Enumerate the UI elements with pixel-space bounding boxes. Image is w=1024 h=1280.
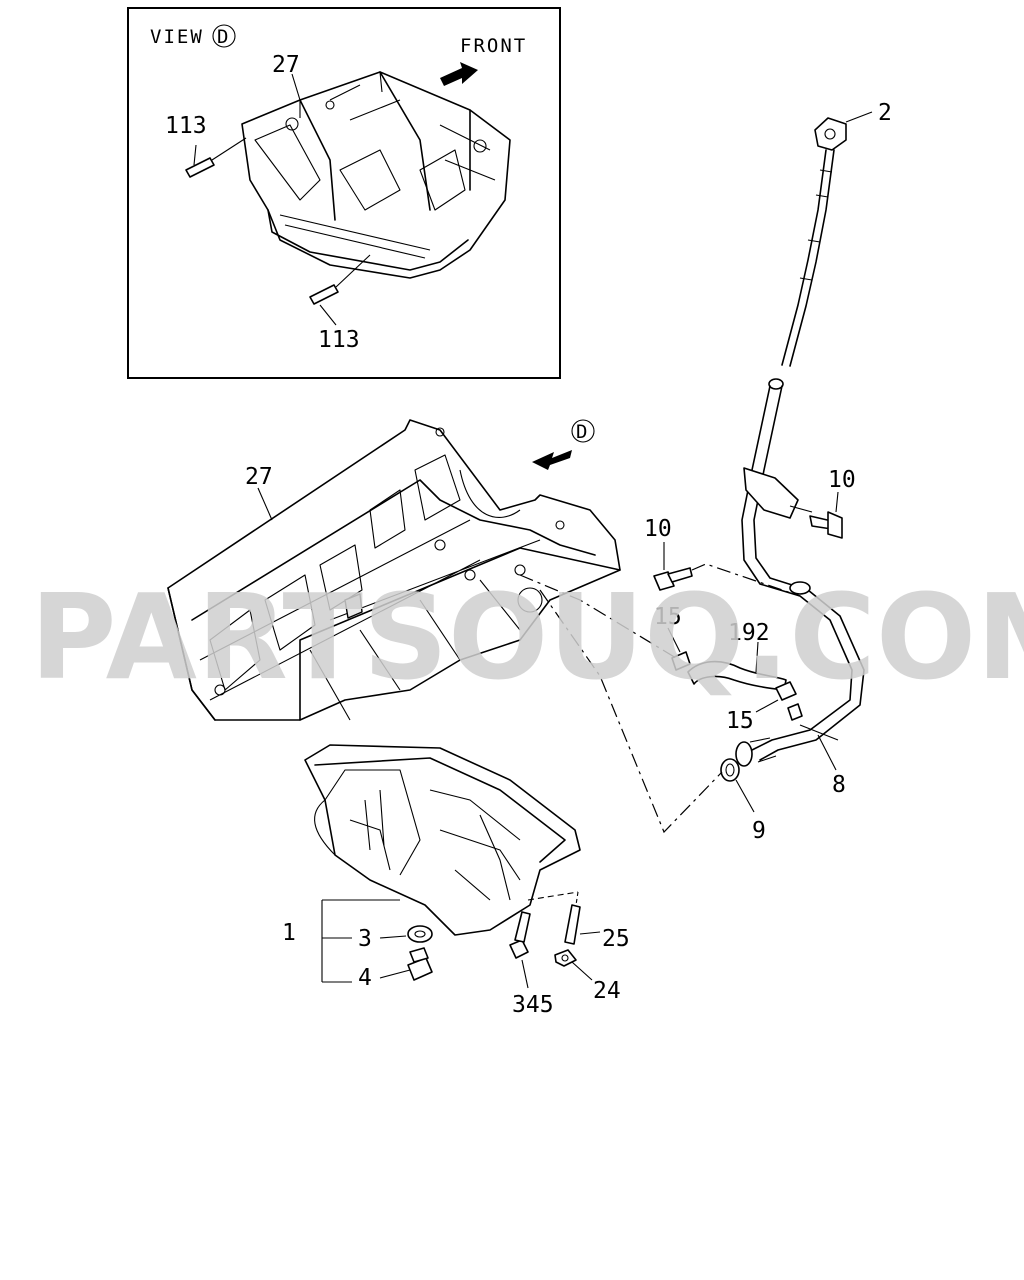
bolt-part-345 [509, 911, 531, 959]
label-192: 192 [728, 620, 770, 646]
leader-crankcase-to-hose [519, 574, 677, 659]
inset-label-27: 27 [272, 52, 300, 78]
label-9: 9 [752, 818, 766, 844]
inset-view-d: VIEW D FRONT 27 113 113 [127, 7, 561, 379]
label-4: 4 [358, 965, 372, 991]
view-d-marker-letter: D [576, 421, 587, 443]
inset-label-113-top: 113 [165, 113, 207, 139]
watermark: PARTSOUQ.COM [30, 568, 1024, 706]
label-3: 3 [358, 926, 372, 952]
drain-plug-part-4 [407, 947, 433, 981]
drain-washer-part-3 [407, 925, 433, 943]
leader-crankcase-to-oring [539, 589, 723, 834]
stud-part-25 [564, 904, 581, 945]
bolt-part-10-left [653, 567, 693, 591]
label-8: 8 [832, 772, 846, 798]
leader-10-to-tube [691, 563, 801, 597]
label-15-lower: 15 [726, 708, 754, 734]
clip-part-15-lower [775, 681, 803, 721]
assembly-bracket-1 [321, 899, 400, 983]
view-d-marker: D [532, 419, 595, 470]
crankcase-part-27 [167, 419, 621, 721]
inset-label-113-bottom: 113 [318, 327, 360, 353]
label-1: 1 [282, 920, 296, 946]
dowel-pin-bottom [309, 254, 371, 326]
label-2: 2 [878, 100, 892, 126]
dipstick-part-2 [781, 117, 847, 367]
label-24: 24 [593, 978, 621, 1004]
oil-pan-part-1 [304, 744, 581, 936]
inset-view-circle [212, 24, 236, 48]
view-arrow-icon [532, 450, 572, 470]
clip-part-15-upper [671, 651, 691, 671]
label-10-left: 10 [644, 516, 672, 542]
guide-tube-part-8 [735, 378, 865, 767]
bolt-part-10-bracket [789, 505, 843, 539]
label-27: 27 [245, 464, 273, 490]
label-25: 25 [602, 926, 630, 952]
label-345: 345 [512, 992, 554, 1018]
inset-view-letter: D [217, 26, 228, 48]
inset-front-label: FRONT [460, 35, 527, 57]
inset-crankcase-drawing [241, 71, 511, 279]
front-arrow-icon [440, 62, 478, 86]
inset-view-label: VIEW [150, 26, 204, 48]
dowel-pin-top [185, 137, 247, 178]
label-10-right: 10 [828, 467, 856, 493]
nut-part-24 [554, 949, 577, 967]
label-15-upper: 15 [654, 604, 682, 630]
o-ring-part-9 [720, 758, 740, 782]
